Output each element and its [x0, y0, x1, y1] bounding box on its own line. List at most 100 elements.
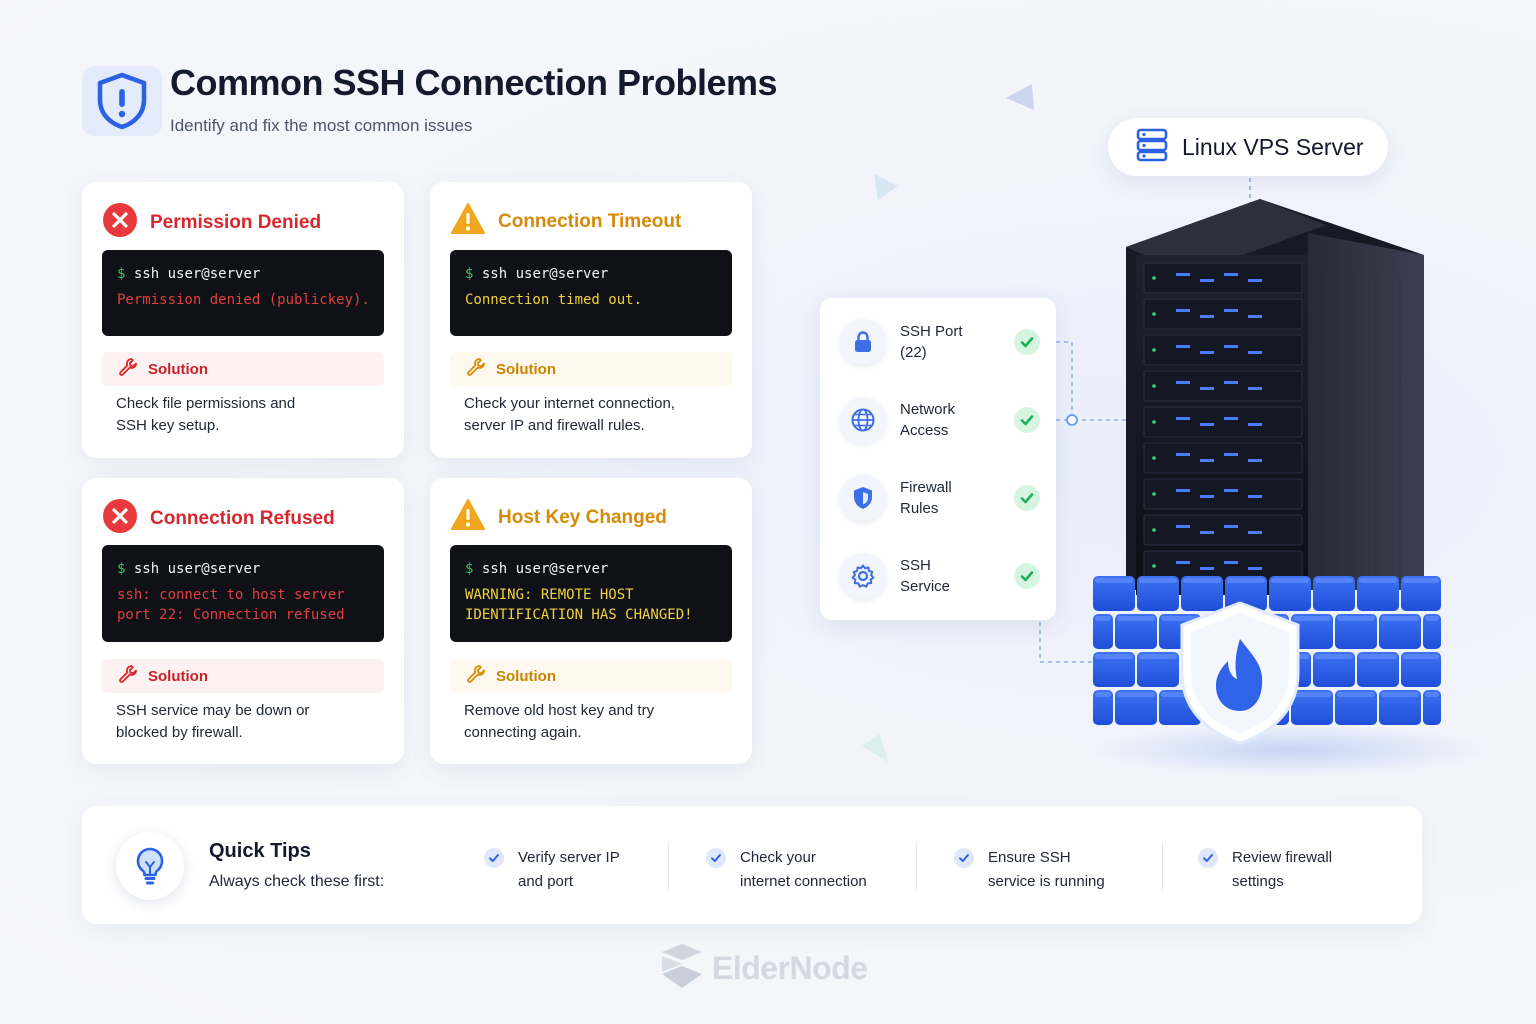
quick-tips-panel: Quick Tips Always check these first: Ver… — [82, 806, 1422, 924]
firewall-brick — [1291, 614, 1333, 649]
solution-label: Solution — [496, 360, 556, 378]
rack-status-led — [1152, 492, 1156, 496]
rack-led — [1176, 381, 1190, 384]
tip-item: Review firewall settings — [1198, 846, 1332, 894]
status-label: Network Access — [900, 401, 956, 439]
firewall-brick-highlight — [1227, 578, 1265, 583]
firewall-brick-highlight — [1095, 578, 1133, 583]
rack-led — [1224, 489, 1238, 492]
check-icon — [706, 848, 726, 868]
terminal-command: ssh user@server — [481, 266, 609, 282]
quick-tips-subtitle: Always check these first: — [209, 873, 385, 890]
rack-led — [1176, 489, 1190, 492]
rack-led — [1176, 453, 1190, 456]
firewall-brick-highlight — [1117, 692, 1155, 697]
rack-led — [1224, 561, 1238, 564]
firewall-brick-highlight — [1381, 616, 1419, 621]
firewall-brick-highlight — [1117, 616, 1155, 621]
firewall-brick — [1379, 690, 1421, 725]
firewall-brick-highlight — [1337, 616, 1375, 621]
firewall-brick — [1093, 652, 1135, 687]
check-icon — [1198, 848, 1218, 868]
status-label: Firewall Rules — [900, 479, 952, 517]
solution-header: Solution — [102, 659, 384, 693]
firewall-brick — [1115, 614, 1157, 649]
firewall-brick — [1269, 576, 1311, 611]
firewall-brick-highlight — [1095, 692, 1111, 697]
firewall-brick — [1137, 652, 1179, 687]
rack-led — [1176, 417, 1190, 420]
tip-text: Verify server IP and port — [518, 849, 620, 890]
status-label: SSH Service — [900, 557, 951, 595]
rack-led — [1248, 423, 1262, 426]
firewall-brick — [1181, 576, 1223, 611]
rack-led — [1200, 531, 1214, 534]
terminal-command: ssh user@server — [133, 561, 261, 577]
solution-header: Solution — [450, 659, 732, 693]
terminal-error: Connection timed out. — [465, 292, 643, 308]
status-label: SSH Port (22) — [900, 323, 963, 361]
gear-icon — [840, 553, 886, 599]
terminal-error: ssh: connect to host server port 22: Con… — [117, 587, 345, 623]
status-row-firewall: Firewall Rules — [840, 470, 1040, 526]
rack-status-led — [1152, 456, 1156, 460]
firewall-brick-highlight — [1403, 654, 1439, 659]
lock-icon — [840, 319, 886, 365]
problem-card-connection-refused: Connection Refused $ ssh user@server ssh… — [82, 478, 404, 764]
tip-text: Ensure SSH service is running — [988, 849, 1105, 890]
terminal-command: ssh user@server — [481, 561, 609, 577]
status-check-panel: SSH Port (22) Network Access Firewall Ru… — [820, 298, 1056, 620]
firewall-brick-highlight — [1381, 692, 1419, 697]
check-icon — [484, 848, 504, 868]
rack-status-led — [1152, 312, 1156, 316]
rack-status-led — [1152, 384, 1156, 388]
rack-led — [1176, 561, 1190, 564]
lightbulb-icon — [116, 832, 184, 900]
x-circle-icon — [102, 202, 138, 243]
firewall-brick-highlight — [1315, 578, 1353, 583]
status-row-network: Network Access — [840, 392, 1040, 448]
quick-tips-title: Quick Tips — [209, 840, 311, 862]
tip-item: Verify server IP and port — [484, 846, 620, 894]
firewall-brick — [1335, 690, 1377, 725]
page-title: Common SSH Connection Problems — [170, 62, 778, 103]
x-circle-icon — [102, 498, 138, 539]
firewall-brick-highlight — [1293, 616, 1331, 621]
rack-led — [1248, 567, 1262, 570]
rack-led — [1224, 345, 1238, 348]
rack-led — [1200, 351, 1214, 354]
firewall-brick-highlight — [1139, 654, 1177, 659]
rack-status-led — [1152, 276, 1156, 280]
firewall-brick — [1313, 576, 1355, 611]
firewall-brick-highlight — [1425, 616, 1439, 621]
brand-watermark: ElderNode — [658, 942, 868, 995]
firewall-brick-highlight — [1161, 616, 1199, 621]
server-icon — [1136, 128, 1168, 167]
rack-led — [1224, 453, 1238, 456]
decorative-triangle — [862, 734, 888, 762]
firewall-brick — [1335, 614, 1377, 649]
shield-alert-icon — [82, 66, 162, 136]
warning-triangle-icon — [450, 498, 486, 537]
terminal-command: ssh user@server — [133, 266, 261, 282]
firewall-brick — [1401, 576, 1441, 611]
rack-status-led — [1152, 564, 1156, 568]
tip-text: Check your internet connection — [740, 849, 867, 890]
rack-status-led — [1152, 528, 1156, 532]
check-icon — [954, 848, 974, 868]
firewall-brick — [1401, 652, 1441, 687]
rack-led — [1200, 567, 1214, 570]
firewall-brick — [1137, 576, 1179, 611]
rack-led — [1200, 459, 1214, 462]
warning-triangle-icon — [450, 202, 486, 241]
card-title: Connection Refused — [150, 507, 335, 529]
rack-led — [1224, 273, 1238, 276]
firewall-brick — [1357, 652, 1399, 687]
check-icon — [1014, 485, 1040, 511]
firewall-brick — [1379, 614, 1421, 649]
shield-icon — [840, 475, 886, 521]
decorative-triangle — [874, 174, 898, 200]
problem-card-permission-denied: Permission Denied $ ssh user@server Perm… — [82, 182, 404, 458]
wrench-icon — [466, 664, 486, 688]
card-title: Host Key Changed — [498, 506, 667, 528]
